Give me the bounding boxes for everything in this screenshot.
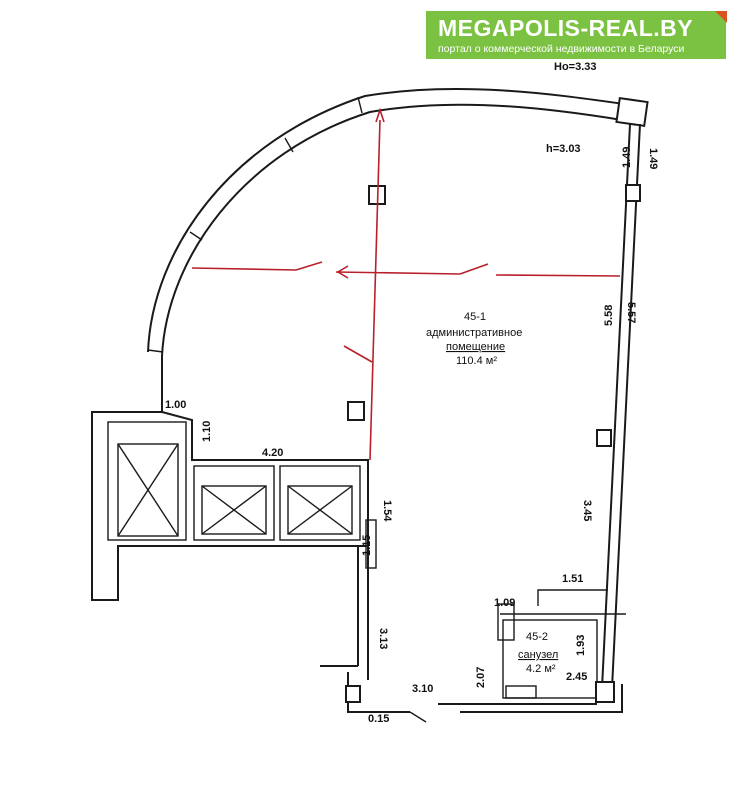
dim-3-45: 3.45 <box>581 500 593 521</box>
dim-1-09: 1.09 <box>494 597 515 609</box>
dim-1-49-b: 1.49 <box>647 148 659 169</box>
right-wall <box>601 123 641 689</box>
dim-3-13: 3.13 <box>377 628 389 649</box>
room-number-wc: 45-2 <box>526 631 548 643</box>
room-name-main-2: помещение <box>446 341 505 353</box>
room-number-main: 45-1 <box>464 311 486 323</box>
dimension-labels: 1.00 1.10 4.20 1.54 1.15 3.13 3.10 0.15 … <box>165 147 659 725</box>
dim-1-00: 1.00 <box>165 399 186 411</box>
column-right-upper <box>625 184 641 202</box>
room-name-wc: санузел <box>518 649 558 661</box>
site-tagline: портал о коммерческой недвижимости в Бел… <box>438 43 685 55</box>
service-core <box>91 356 377 601</box>
corner-column <box>615 97 649 127</box>
partition-markup <box>191 107 621 461</box>
dim-0-15: 0.15 <box>368 713 389 725</box>
dim-1-15: 1.15 <box>361 535 373 556</box>
dim-4-20: 4.20 <box>262 447 283 459</box>
site-logo: MEGAPOLIS-REAL.BY <box>438 15 694 41</box>
room-height: h=3.03 <box>546 143 581 155</box>
room-name-main-1: административное <box>426 327 522 339</box>
column-wc <box>595 681 615 703</box>
dim-1-93: 1.93 <box>575 635 587 656</box>
room-area-wc: 4.2 м² <box>526 663 556 675</box>
dim-2-07: 2.07 <box>475 667 487 688</box>
column-right-middle <box>596 429 612 447</box>
dim-1-54: 1.54 <box>381 500 393 522</box>
room-label-wc: 45-2 санузел 4.2 м² <box>518 631 558 675</box>
dim-2-45: 2.45 <box>566 671 587 683</box>
dim-5-58: 5.58 <box>603 305 615 326</box>
dim-1-10: 1.10 <box>201 421 213 442</box>
room-label-main: 45-1 административное помещение 110.4 м² <box>426 311 522 367</box>
ceiling-height-header: Hо=3.33 <box>554 61 597 73</box>
curved-wall <box>147 87 625 357</box>
dim-1-49-a: 1.49 <box>621 147 633 168</box>
corridor-wall <box>320 546 427 723</box>
dim-5-57: 5.57 <box>625 302 637 323</box>
column-lower <box>347 401 365 421</box>
room-area-main: 110.4 м² <box>456 355 497 367</box>
site-banner[interactable]: MEGAPOLIS-REAL.BY портал о коммерческой … <box>426 11 727 59</box>
dim-1-51: 1.51 <box>562 573 583 585</box>
dim-3-10: 3.10 <box>412 683 433 695</box>
